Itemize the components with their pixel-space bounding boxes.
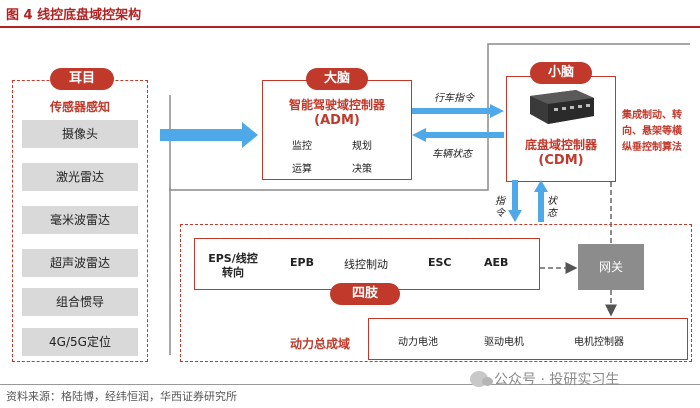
controller-unit-icon	[530, 90, 594, 124]
brain-pill: 大脑	[306, 68, 368, 90]
sensor-ultrasonic-radar: 超声波雷达	[22, 249, 138, 277]
vehicle-state-arrow	[412, 128, 504, 142]
source-note: 资料来源：格陆博，经纬恒润，华西证券研究所	[6, 390, 237, 403]
watermark: 公众号 · 投研实习生	[470, 369, 619, 389]
figure-title: 图 4 线控底盘域控架构	[6, 8, 142, 23]
actuator-domain-frame	[180, 224, 692, 362]
vehicle-state-label: 车辆状态	[432, 149, 472, 160]
cdm-abbr: (CDM)	[538, 153, 584, 168]
sensor-mmwave-radar: 毫米波雷达	[22, 206, 138, 234]
powertrain-motor-controller: 电机控制器	[574, 337, 624, 348]
adm-title: 智能驾驶域控制器	[288, 98, 385, 112]
state-up-arrow	[534, 180, 548, 222]
limb-esc: ESC	[428, 256, 452, 269]
cerebellum-pill: 小脑	[530, 62, 592, 84]
footer-divider	[0, 384, 700, 385]
adm-box	[262, 80, 412, 180]
cdm-note-line-2: 向、悬架等横	[622, 126, 682, 137]
limb-epb: EPB	[290, 256, 314, 269]
command-label: 指令	[495, 196, 505, 219]
outer-frame-top	[487, 43, 690, 95]
adm-cdm-arrows	[412, 104, 504, 142]
state-label: 状态	[547, 196, 557, 219]
cdm-note-line-1: 集成制动、转	[622, 110, 682, 121]
powertrain-box	[368, 318, 688, 360]
limb-brake-by-wire: 线控制动	[344, 258, 388, 271]
gateway-box: 网关	[578, 244, 644, 290]
command-down-arrow	[508, 180, 522, 222]
limb-eps: EPS/线控转向	[208, 252, 258, 279]
sensor-camera: 摄像头	[22, 120, 138, 148]
adm-func-compute: 运算	[292, 164, 312, 175]
watermark-text: 公众号 · 投研实习生	[494, 372, 620, 388]
powertrain-motor: 驱动电机	[484, 337, 524, 348]
cdm-limbs-arrows	[508, 180, 548, 222]
powertrain-battery: 动力电池	[398, 337, 438, 348]
wechat-icon	[470, 371, 493, 387]
driving-command-arrow	[412, 104, 504, 118]
adm-func-plan: 规划	[352, 141, 372, 152]
sensor-4g5g-positioning: 4G/5G定位	[22, 328, 138, 356]
cdm-note-line-3: 纵垂控制算法	[622, 142, 682, 153]
header-divider	[0, 26, 700, 28]
adm-func-decide: 决策	[352, 164, 372, 175]
sensor-title: 传感器感知	[49, 100, 110, 114]
adm-func-monitor: 监控	[292, 141, 312, 152]
cdm-title: 底盘域控制器	[524, 138, 597, 152]
sensor-to-adm-arrow	[160, 122, 258, 148]
driving-command-label: 行车指令	[434, 93, 474, 104]
sensor-lidar: 激光雷达	[22, 163, 138, 191]
powertrain-label: 动力总成域	[290, 337, 351, 351]
cdm-note: 集成制动、转 向、悬架等横 纵垂控制算法	[622, 108, 698, 156]
limb-aeb: AEB	[484, 256, 509, 269]
adm-abbr: (ADM)	[314, 113, 360, 128]
eyes-ears-pill: 耳目	[50, 68, 114, 90]
outer-frame-lower	[169, 95, 489, 191]
sensor-inertial-nav: 组合惯导	[22, 288, 138, 316]
limbs-pill: 四肢	[330, 283, 400, 305]
